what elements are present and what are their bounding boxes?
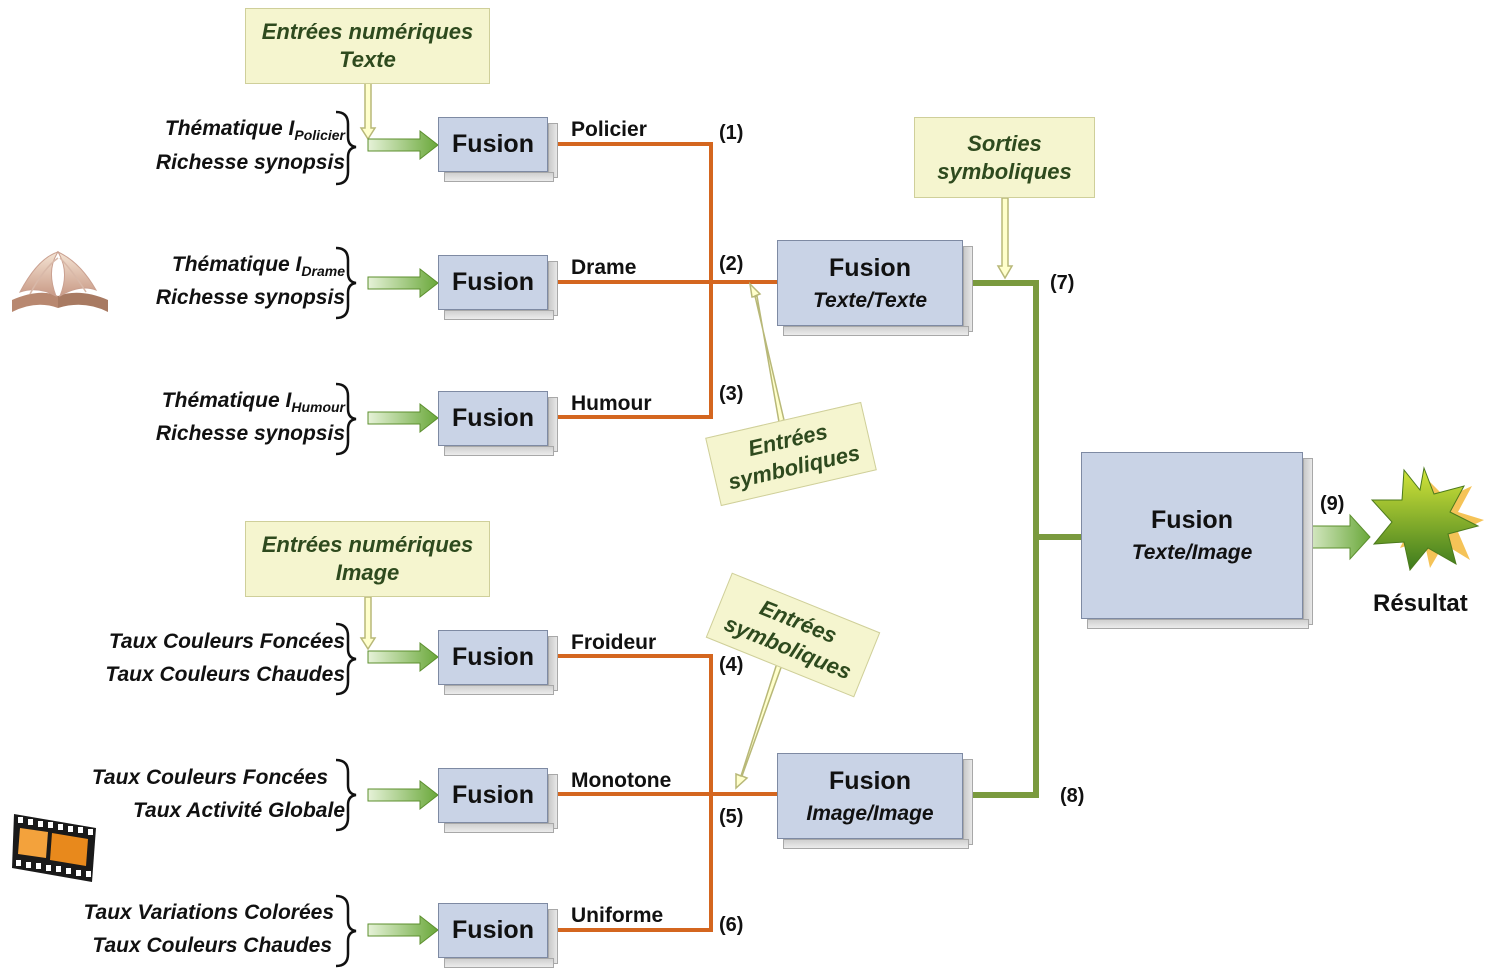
input-arrow-3 xyxy=(367,402,439,434)
input-label-drame-theme-text: Thématique I xyxy=(171,253,302,276)
input-arrow-2 xyxy=(367,267,439,299)
note-symbolic-outputs-line1: Sorties xyxy=(967,130,1042,156)
fusion-box-image-image-subtitle: Image/Image xyxy=(806,801,934,825)
fusion-box-policier-title: Fusion xyxy=(452,130,534,158)
note-symbolic-outputs-line2: symboliques xyxy=(937,158,1072,184)
brace-5 xyxy=(335,758,357,832)
note-numeric-text-line2: Texte xyxy=(339,47,396,72)
input-label-humour-theme-text: Thématique I xyxy=(161,389,292,412)
book-icon xyxy=(12,250,108,312)
input-label-drame-subscript: Drame xyxy=(301,263,345,280)
step-number-2: (2) xyxy=(719,253,744,275)
input-arrow-1 xyxy=(367,129,439,161)
category-label-policier: Policier xyxy=(571,118,647,141)
input-label-policier-theme-text: Thématique I xyxy=(164,117,295,140)
input-label-policier-richness: Richesse synopsis xyxy=(155,151,345,174)
step-number-1: (1) xyxy=(719,122,744,144)
fusion-box-humour-title: Fusion xyxy=(452,404,534,432)
fusion-box-text-image-subtitle: Texte/Image xyxy=(1131,541,1253,564)
fusion-box-monotone-title: Fusion xyxy=(452,781,534,809)
input-label-humour-richness: Richesse synopsis xyxy=(155,422,345,445)
input-label-drame-theme: Thématique IDrame xyxy=(172,253,345,279)
fusion-box-uniforme: Fusion xyxy=(438,903,558,968)
fusion-box-text-image-title: Fusion xyxy=(1151,506,1233,534)
input-label-policier-subscript: Policier xyxy=(294,127,345,144)
category-label-humour: Humour xyxy=(571,392,652,415)
category-label-drame: Drame xyxy=(571,256,637,279)
fusion-box-policier: Fusion xyxy=(438,117,558,182)
fusion-box-text-text: Fusion Texte/Texte xyxy=(777,240,973,336)
step-number-5: (5) xyxy=(719,806,744,828)
film-strip-icon xyxy=(12,814,96,882)
fusion-box-text-text-title: Fusion xyxy=(829,253,911,282)
fusion-box-text-image: Fusion Texte/Image xyxy=(1081,452,1313,629)
input-arrows xyxy=(367,129,1371,946)
input-label-monotone-2: Taux Activité Globale xyxy=(133,799,345,822)
note-numeric-text-line1: Entrées numériques xyxy=(261,19,474,44)
step-number-8: (8) xyxy=(1060,785,1085,807)
brace-4 xyxy=(335,622,357,696)
input-arrow-6 xyxy=(367,914,439,946)
fusion-box-uniforme-title: Fusion xyxy=(452,916,534,944)
fusion-box-froideur-title: Fusion xyxy=(452,643,534,671)
input-label-drame-richness: Richesse synopsis xyxy=(155,286,345,309)
fusion-box-froideur: Fusion xyxy=(438,630,558,695)
star-burst-icon xyxy=(1370,466,1484,572)
brace-6 xyxy=(335,894,357,968)
note-symbolic-outputs: Sorties symboliques xyxy=(914,117,1095,198)
text-connectors xyxy=(546,142,779,419)
step-number-4: (4) xyxy=(719,654,744,676)
input-label-policier-theme: Thématique IPolicier xyxy=(165,117,345,143)
input-label-uniforme-1: Taux Variations Colorées xyxy=(83,901,334,924)
input-label-uniforme-2: Taux Couleurs Chaudes xyxy=(92,934,332,957)
input-label-monotone-1: Taux Couleurs Foncées xyxy=(91,766,328,789)
input-label-humour-theme: Thématique IHumour xyxy=(162,389,345,415)
category-label-monotone: Monotone xyxy=(571,769,672,792)
note-numeric-image-line1: Entrées numériques xyxy=(261,532,474,557)
brace-3 xyxy=(335,382,357,456)
fusion-connectors xyxy=(961,280,1084,798)
step-number-7: (7) xyxy=(1050,272,1075,294)
input-arrow-5 xyxy=(367,779,439,811)
input-label-froideur-2: Taux Couleurs Chaudes xyxy=(105,663,345,686)
fusion-box-drame-title: Fusion xyxy=(452,268,534,296)
braces xyxy=(335,110,357,968)
fusion-box-text-text-subtitle: Texte/Texte xyxy=(813,288,927,312)
fusion-box-humour: Fusion xyxy=(438,391,558,456)
fusion-box-image-image: Fusion Image/Image xyxy=(777,753,973,849)
step-number-9: (9) xyxy=(1320,493,1345,515)
brace-1 xyxy=(335,110,357,186)
note-pointers xyxy=(359,82,1014,790)
image-connectors xyxy=(546,654,779,932)
step-number-3: (3) xyxy=(719,383,744,405)
brace-2 xyxy=(335,246,357,320)
result-label: Résultat xyxy=(1373,590,1468,617)
fusion-box-image-image-title: Fusion xyxy=(829,766,911,795)
input-arrow-4 xyxy=(367,641,439,673)
category-label-uniforme: Uniforme xyxy=(571,904,664,927)
fusion-box-monotone: Fusion xyxy=(438,768,558,833)
fusion-box-drame: Fusion xyxy=(438,255,558,320)
note-numeric-image-line2: Image xyxy=(335,560,400,585)
category-label-froideur: Froideur xyxy=(571,631,657,654)
input-label-froideur-1: Taux Couleurs Foncées xyxy=(108,630,345,653)
note-numeric-text: Entrées numériques Texte xyxy=(245,8,490,84)
note-numeric-image: Entrées numériques Image xyxy=(245,521,490,597)
step-number-6: (6) xyxy=(719,914,744,936)
input-label-humour-subscript: Humour xyxy=(291,399,345,416)
